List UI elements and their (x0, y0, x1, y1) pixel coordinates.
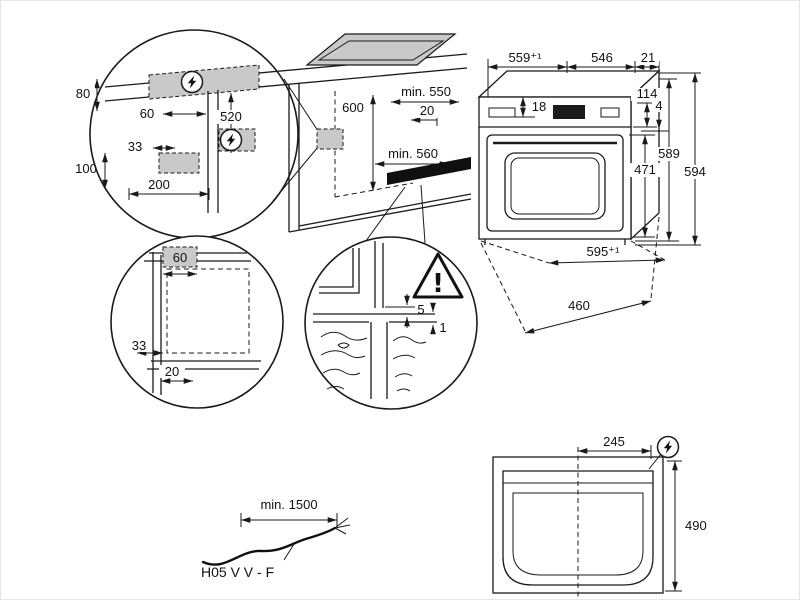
oven-display (553, 105, 585, 119)
dim-label-min1500: min. 1500 (260, 497, 317, 512)
dim-label-4: 4 (655, 98, 662, 113)
dim-label-min550: min. 550 (401, 84, 451, 99)
cable-line (201, 526, 337, 566)
dim-label-20: 20 (420, 103, 434, 118)
oven-door (486, 134, 624, 232)
dim-label-460: 460 (568, 298, 590, 313)
dim-label-559: 559⁺¹ (509, 50, 543, 65)
vent-gap-strip (387, 157, 471, 185)
dim-label-245: 245 (603, 434, 625, 449)
wood-grain-texture (320, 331, 427, 392)
dim-label-100: 100 (75, 161, 97, 176)
cabinet-niche-drawing: 600 min. 550 20 min. 560 (288, 33, 472, 246)
oven-perspective-drawing: 559⁺¹ 546 21 18 114 4 471 589 594 (477, 50, 711, 334)
connection-zone-box (316, 128, 344, 150)
lightning-icon (219, 128, 243, 152)
dim-label-corner-60: 60 (173, 250, 187, 265)
dim-label-600: 600 (342, 100, 364, 115)
dim-label-corner-33: 33 (132, 338, 146, 353)
detail-corner-plan: 60 33 20 (110, 235, 284, 409)
magnifier-circle (110, 235, 284, 409)
detail-electrical-connection: 80 60 520 33 100 200 (71, 29, 319, 239)
lightning-icon (180, 70, 204, 94)
dim-label-471: 471 (634, 162, 656, 177)
dim-label-33: 33 (128, 139, 142, 154)
detail-ventilation-gap: ! 5 1 (304, 236, 478, 410)
dim-label-520: 520 (220, 109, 242, 124)
dim-label-80: 80 (76, 86, 90, 101)
power-cable-drawing: min. 1500 H05 V V - F (201, 497, 351, 580)
dim-label-60: 60 (140, 106, 154, 121)
dim-label-114: 114 (637, 86, 658, 101)
dim-label-546: 546 (591, 50, 613, 65)
dim-label-589: 589 (658, 146, 680, 161)
dim-label-5: 5 (417, 302, 424, 317)
dim-label-490: 490 (685, 518, 707, 533)
warning-glyph: ! (432, 269, 444, 299)
cable-type-label: H05 V V - F (201, 564, 274, 580)
dim-label-corner-20: 20 (165, 364, 179, 379)
dim-label-21: 21 (641, 50, 655, 65)
dim-label-595: 595⁺¹ (587, 244, 621, 259)
warning-icon: ! (412, 252, 464, 299)
oven-top-view: 245 490 (492, 434, 707, 599)
magnifier-circle (304, 236, 478, 410)
dim-label-18: 18 (532, 99, 546, 114)
dim-label-594: 594 (684, 164, 706, 179)
dim-label-1: 1 (439, 320, 446, 335)
dim-label-min560: min. 560 (388, 146, 438, 161)
dim-label-200: 200 (148, 177, 170, 192)
magnifier-circle (89, 29, 299, 239)
